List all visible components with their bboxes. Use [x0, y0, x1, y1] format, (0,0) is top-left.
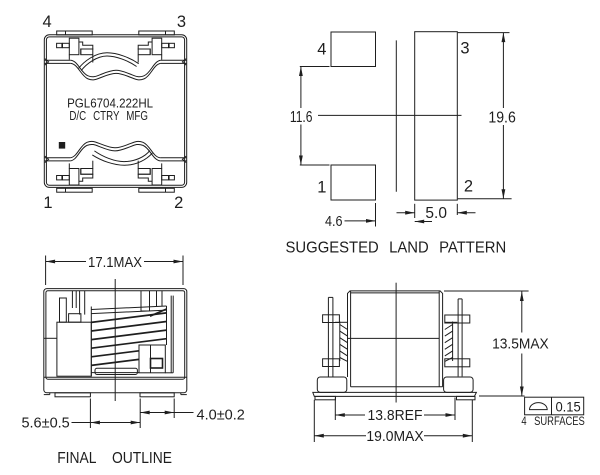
- svg-text:2: 2: [174, 194, 183, 212]
- svg-text:3: 3: [177, 13, 186, 31]
- svg-text:19.0MAX: 19.0MAX: [366, 429, 424, 445]
- svg-text:13.5MAX: 13.5MAX: [492, 335, 549, 351]
- svg-text:SUGGESTED LAND PATTERN: SUGGESTED LAND PATTERN: [286, 239, 507, 256]
- svg-text:11.6: 11.6: [290, 107, 313, 125]
- svg-text:4.6: 4.6: [325, 212, 343, 229]
- svg-text:13.8REF: 13.8REF: [368, 408, 423, 424]
- svg-text:1: 1: [317, 179, 326, 197]
- svg-text:0.15: 0.15: [555, 399, 580, 415]
- svg-text:5.0: 5.0: [425, 205, 447, 222]
- svg-text:3: 3: [460, 39, 469, 57]
- svg-text:1: 1: [43, 194, 52, 212]
- svg-text:2: 2: [464, 178, 473, 196]
- svg-text:PGL6704.222HL: PGL6704.222HL: [67, 96, 153, 111]
- svg-text:17.1MAX: 17.1MAX: [88, 253, 142, 270]
- svg-text:4.0±0.2: 4.0±0.2: [197, 408, 245, 424]
- svg-text:19.6: 19.6: [488, 110, 515, 127]
- svg-text:4: 4: [317, 41, 326, 59]
- svg-text:4: 4: [43, 13, 52, 31]
- svg-text:4 SURFACES: 4 SURFACES: [521, 415, 584, 428]
- svg-text:D/C CTRY MFG: D/C CTRY MFG: [69, 110, 147, 123]
- svg-text:FINAL OUTLINE: FINAL OUTLINE: [57, 451, 172, 468]
- svg-text:5.6±0.5: 5.6±0.5: [21, 416, 69, 432]
